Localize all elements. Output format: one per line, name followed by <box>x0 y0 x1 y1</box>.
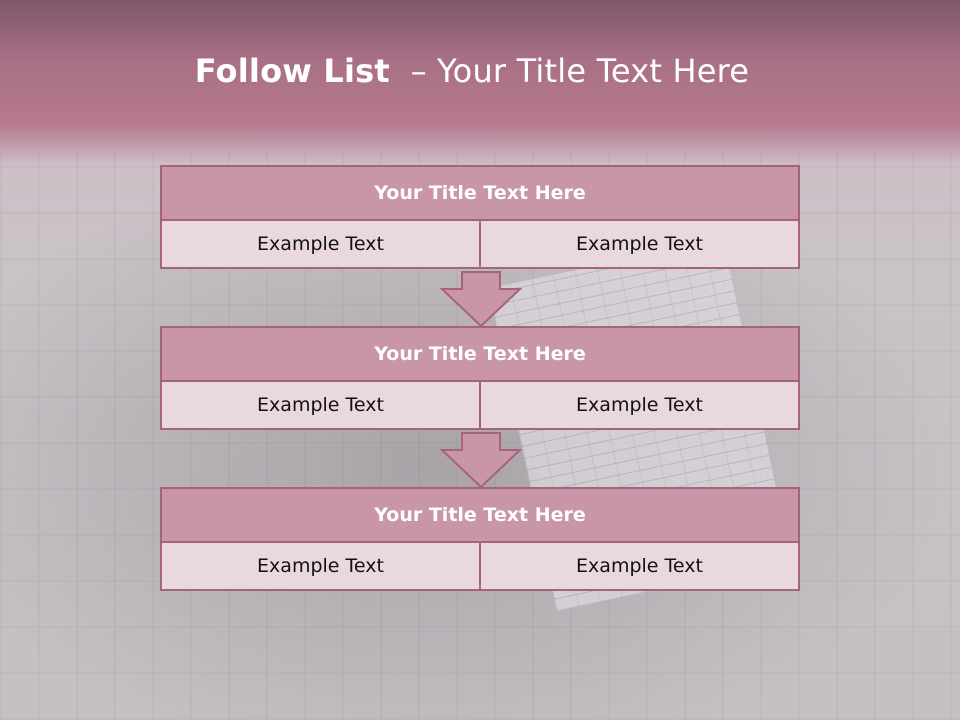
slide-title-rest: – Your Title Text Here <box>410 52 750 90</box>
block-title: Your Title Text Here <box>160 487 800 543</box>
list-block-2: Your Title Text Here Example Text Exampl… <box>160 326 800 430</box>
block-row: Example Text Example Text <box>160 541 800 591</box>
block-cell-right: Example Text <box>479 541 800 591</box>
slide-title: Follow List – Your Title Text Here <box>0 52 944 90</box>
block-cell-left: Example Text <box>160 380 481 430</box>
block-cell-right: Example Text <box>479 380 800 430</box>
block-cell-left: Example Text <box>160 541 481 591</box>
down-arrow-icon <box>440 432 522 488</box>
down-arrow-icon <box>440 271 522 327</box>
block-title: Your Title Text Here <box>160 165 800 221</box>
block-row: Example Text Example Text <box>160 380 800 430</box>
list-block-3: Your Title Text Here Example Text Exampl… <box>160 487 800 591</box>
block-title: Your Title Text Here <box>160 326 800 382</box>
slide-title-strong: Follow List <box>194 52 390 90</box>
list-block-1: Your Title Text Here Example Text Exampl… <box>160 165 800 269</box>
block-cell-right: Example Text <box>479 219 800 269</box>
block-row: Example Text Example Text <box>160 219 800 269</box>
block-cell-left: Example Text <box>160 219 481 269</box>
